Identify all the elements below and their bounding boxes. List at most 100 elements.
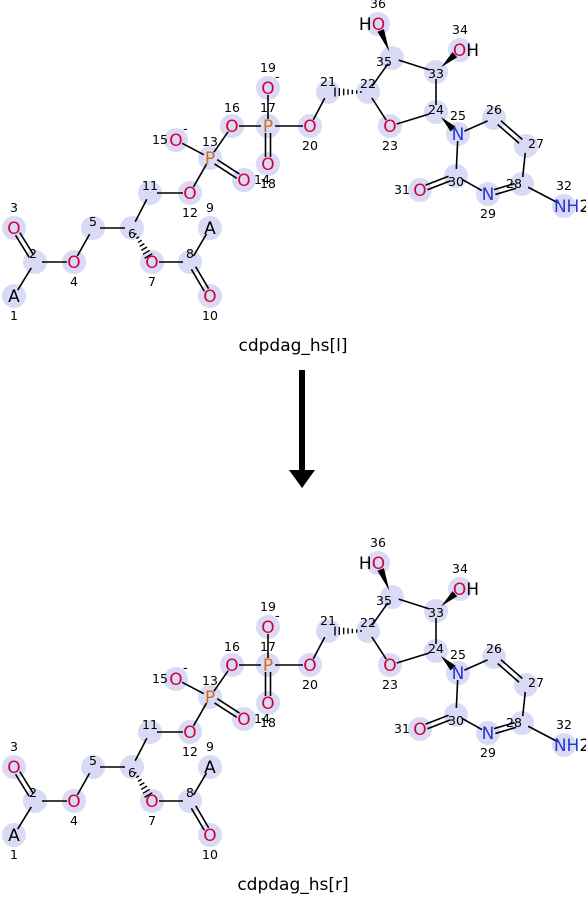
atom-highlight-20 [298, 653, 322, 677]
atom-symbol-18: O [261, 155, 274, 175]
atom-symbol-36: HO [359, 15, 385, 35]
atom-number-26: 26 [486, 641, 502, 656]
atom-number-11: 11 [142, 178, 158, 193]
atom-highlight-26 [482, 106, 506, 130]
bond-12-13 [192, 702, 208, 727]
atom-number-30: 30 [448, 713, 464, 728]
molecule-label-left: cdpdag_hs[l] [238, 336, 348, 356]
bond-17-18 [264, 133, 272, 157]
atom-number-4: 4 [70, 813, 78, 828]
atom-highlight-12 [178, 720, 202, 744]
bond-35-22 [371, 63, 389, 87]
atom-number-27: 27 [528, 136, 544, 151]
atom-number-15: 15 [152, 671, 168, 686]
bond-33-34 [441, 591, 458, 607]
bond-24-25 [440, 116, 456, 132]
atom-number-18: 18 [260, 715, 276, 730]
charge-19: - [275, 609, 280, 624]
atom-number-4: 4 [70, 274, 78, 289]
atom-symbol-12: O [183, 723, 196, 743]
atom-symbol-17: P [263, 117, 273, 137]
reaction-arrow [289, 370, 315, 488]
atom-symbol-14: O [237, 171, 250, 191]
atom-number-14: 14 [254, 172, 270, 187]
bond-33-35 [398, 598, 430, 610]
atom-highlight-15 [164, 128, 188, 152]
atom-symbol-31: O [413, 181, 426, 201]
atom-symbol-31: O [413, 720, 426, 740]
atom-highlight-15 [164, 667, 188, 691]
atom-symbol-1: A [8, 826, 20, 846]
bond-13-14 [214, 159, 240, 179]
atom-highlight-6 [120, 216, 144, 240]
atom-highlight-27 [514, 673, 538, 697]
atom-number-8: 8 [186, 785, 194, 800]
bond-29-30 [461, 178, 483, 192]
atom-number-21: 21 [320, 613, 336, 628]
bond-35-22 [371, 602, 389, 626]
atom-number-29: 29 [480, 745, 496, 760]
atom-number-9: 9 [206, 200, 214, 215]
atom-symbol-18: O [261, 694, 274, 714]
bond-22-23 [371, 97, 387, 121]
bond-4-5 [76, 772, 91, 796]
bond-2-3 [14, 232, 35, 258]
atom-number-32: 32 [556, 717, 572, 732]
bond-13-15 [181, 681, 205, 695]
atom-highlight-12 [178, 181, 202, 205]
atom-highlight-19 [256, 76, 280, 100]
atom-symbol-29: N [482, 185, 495, 205]
bond-20-21 [312, 636, 326, 660]
bond-4-5 [76, 233, 91, 257]
atom-symbol-29: N [482, 724, 495, 744]
atom-highlight-31 [408, 717, 432, 741]
atom-number-28: 28 [506, 176, 522, 191]
atom-number-35: 35 [376, 54, 392, 69]
atom-symbol-4: O [67, 792, 80, 812]
atom-symbol-25: N [452, 664, 465, 684]
atom-number-10: 10 [202, 847, 218, 862]
atom-symbol-7: O [145, 792, 158, 812]
atom-number-5: 5 [89, 753, 97, 768]
bond-22-23 [371, 636, 387, 660]
bond-6-7 [134, 771, 153, 798]
atom-highlight-11 [138, 720, 162, 744]
bond-13-14 [214, 698, 240, 718]
bond-8-9 [192, 772, 208, 796]
bond-35-36 [377, 568, 390, 591]
atom-highlight-29 [476, 721, 500, 745]
atom-highlight-32 [552, 194, 576, 218]
atom-number-18: 18 [260, 176, 276, 191]
bond-2-3 [14, 771, 35, 797]
atom-number-10: 10 [202, 308, 218, 323]
atom-number-31: 31 [394, 721, 410, 736]
atom-symbol-16: O [225, 117, 238, 137]
atom-highlight-7 [140, 250, 164, 274]
atom-number-35: 35 [376, 593, 392, 608]
atom-number-12: 12 [182, 205, 198, 220]
atom-symbol-34: OH [453, 41, 479, 61]
atom-highlight-5 [81, 755, 105, 779]
atom-number-23: 23 [382, 138, 398, 153]
atom-highlight-21 [316, 619, 340, 643]
atom-symbol-10: O [203, 287, 216, 307]
bond-25-26 [464, 659, 488, 671]
atom-number-12: 12 [182, 744, 198, 759]
bond-26-27 [497, 659, 523, 683]
bond-24-25 [440, 655, 456, 671]
atom-number-21: 21 [320, 74, 336, 89]
atom-number-26: 26 [486, 102, 502, 117]
atom-number-3: 3 [10, 200, 18, 215]
atom-highlight-28 [510, 711, 534, 735]
atom-number-19: 19 [260, 599, 276, 614]
atom-number-33: 33 [428, 605, 444, 620]
bond-1-2 [16, 267, 33, 291]
charge-19: - [275, 70, 280, 85]
atom-number-24: 24 [428, 102, 444, 117]
atom-highlight-35 [380, 585, 404, 609]
atom-number-1: 1 [10, 847, 18, 862]
atom-number-25: 25 [450, 647, 466, 662]
atom-symbol-32: NH2 [554, 736, 586, 756]
atom-symbol-9: A [204, 758, 216, 778]
